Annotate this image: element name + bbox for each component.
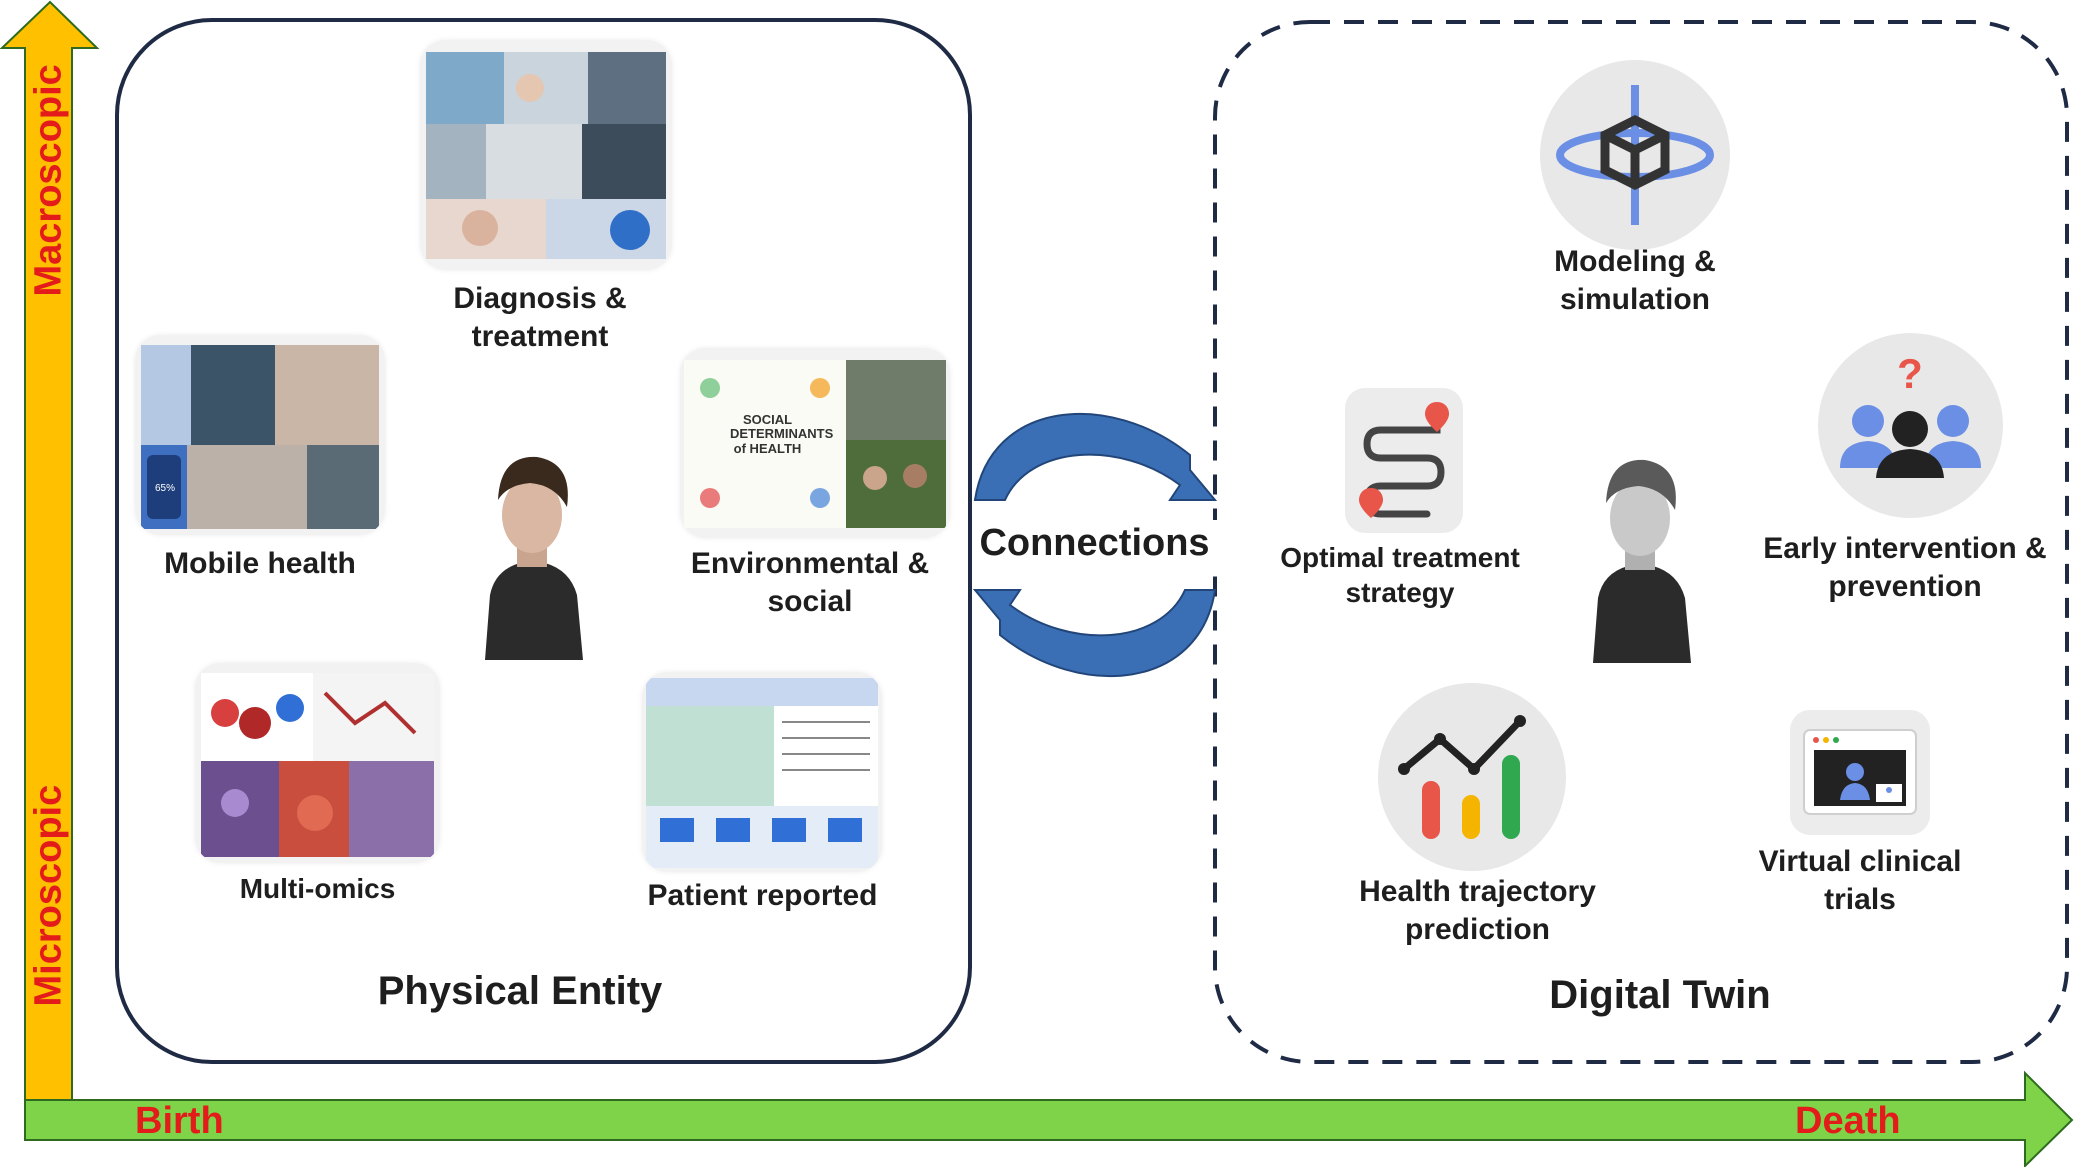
video-call-icon [1790,710,1930,835]
connection-arrow-bottom [972,589,1217,678]
y-axis-bottom-label: Microscopic [27,784,70,1007]
phone-reading: 65% [154,483,175,494]
digital-twin-title: Digital Twin [1549,973,1771,1017]
svg-text:?: ? [1897,350,1923,397]
diagnosis-photo-collage [420,40,672,270]
multiomics-label: Multi-omics [239,873,396,904]
mobile-health-label: Mobile health [164,547,356,580]
optimal-treatment-label: Optimal treatment strategy [1280,542,1520,608]
y-axis-top-label: Macroscopic [27,64,70,297]
group-question-icon: ? [1818,333,2003,518]
person-photo [465,445,600,660]
modeling-label: Modeling & simulation [1554,245,1716,316]
digital-person-image [1573,448,1708,663]
diagnosis-label: Diagnosis & treatment [453,282,627,353]
social-poster-text: SOCIAL DETERMINANTS of HEALTH [730,412,834,456]
patient-reported-label: Patient reported [647,879,878,912]
modeling-cube-icon [1540,60,1730,250]
multiomics-collage [195,663,440,863]
environmental-label: Environmental & social [690,547,930,618]
connection-arrow-top [973,412,1218,501]
x-axis-left-label: Birth [135,1100,224,1142]
physical-entity-box [115,18,972,1064]
treatment-route-icon [1345,388,1463,533]
virtual-trials-label: Virtual clinical trials [1758,845,1962,916]
early-intervention-label: Early intervention & prevention [1763,532,2047,603]
patient-reported-collage [642,672,882,872]
trajectory-chart-icon [1378,683,1566,871]
x-axis-right-label: Death [1795,1100,1901,1142]
x-axis-arrow [24,1070,2074,1167]
environmental-social-collage: SOCIAL DETERMINANTS of HEALTH [680,348,950,538]
connections-label: Connections [972,520,1217,568]
mobile-health-photo-collage: 65% [135,335,385,535]
physical-entity-title: Physical Entity [377,969,663,1013]
trajectory-label: Health trajectory prediction [1359,875,1596,946]
